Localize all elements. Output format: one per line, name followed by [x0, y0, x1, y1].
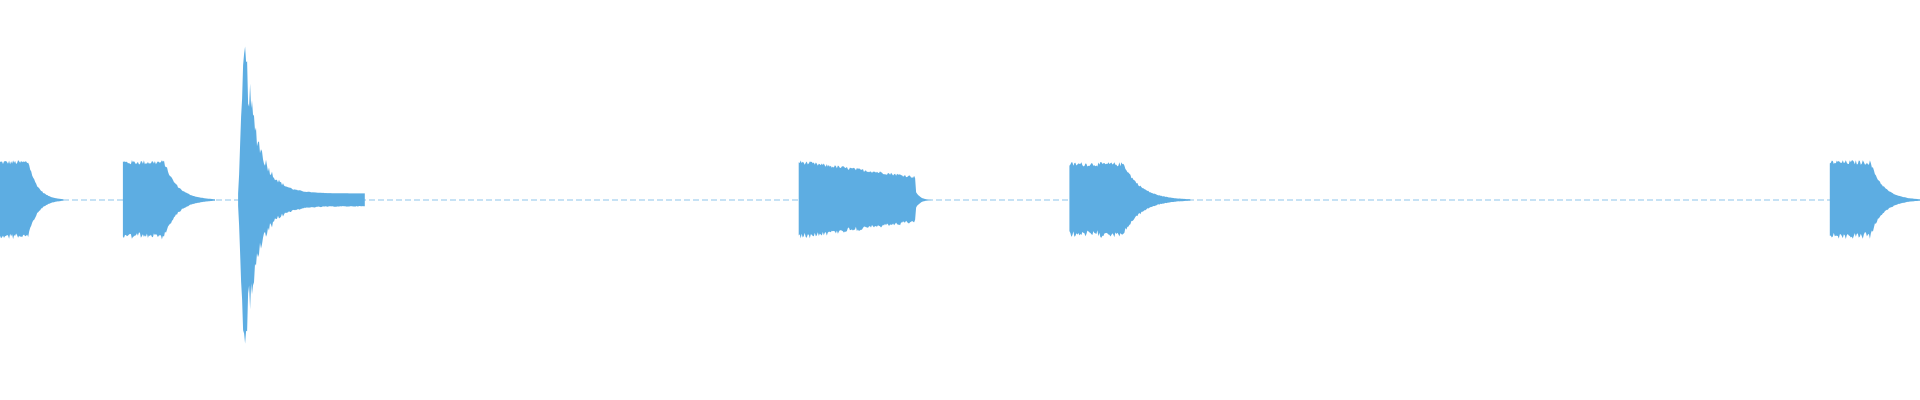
waveform-segment-burst-1 [0, 160, 64, 240]
waveform-segment-transient-1 [238, 46, 365, 344]
waveform-segment-burst-4 [1069, 162, 1191, 238]
waveform-segment-burst-5 [1829, 160, 1920, 239]
waveform-segment-burst-2 [122, 160, 215, 240]
waveform-segments [0, 46, 1920, 344]
waveform-segment-burst-3 [798, 160, 932, 239]
